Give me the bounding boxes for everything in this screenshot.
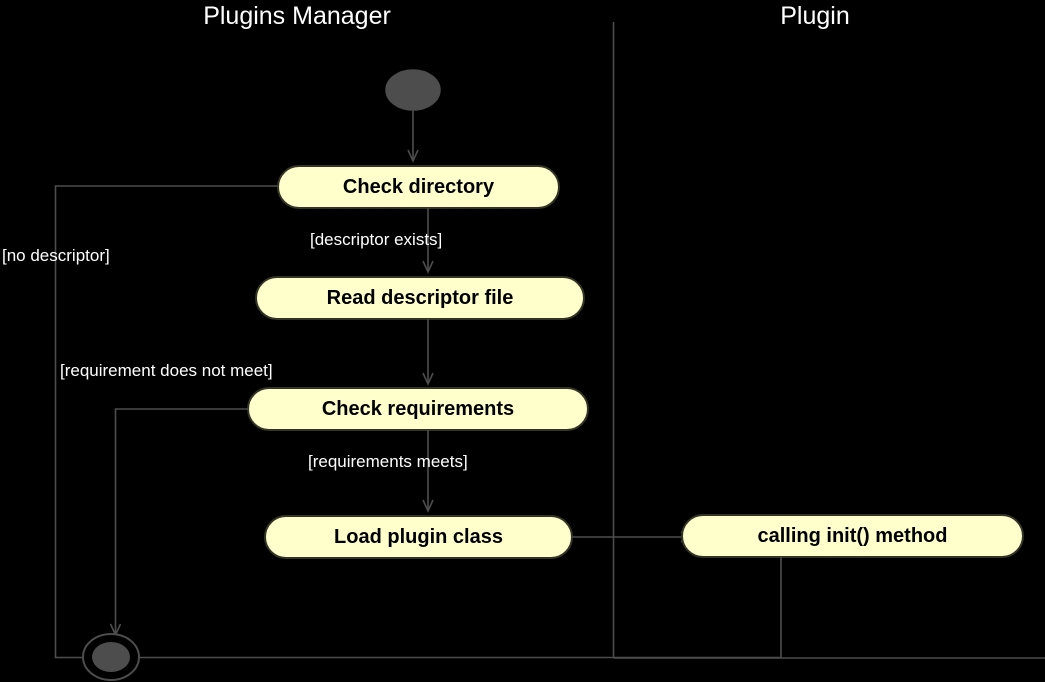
guard-descriptor-exists-label: [descriptor exists]	[310, 230, 443, 249]
load-plugin-class-shape[interactable]	[264, 515, 573, 559]
end-node-core	[92, 642, 130, 672]
start-node-shape	[385, 69, 441, 111]
read-descriptor-file-shape[interactable]	[255, 276, 585, 320]
guard-no-descriptor-label: [no descriptor]	[2, 246, 110, 265]
calling-init-method-shape[interactable]	[681, 514, 1024, 558]
lane-title-plugin: Plugin	[780, 2, 850, 30]
edge-requirement-not-meet-to-end-node	[109, 408, 248, 637]
check-directory-shape[interactable]	[277, 165, 560, 209]
guard-requirement-does-not-meet-label: [requirement does not meet]	[60, 361, 273, 380]
edge-calling-init-to-end-node	[121, 557, 782, 664]
check-requirements-shape[interactable]	[247, 387, 589, 431]
lane-title-plugins-manager: Plugins Manager	[203, 2, 391, 30]
edge-no-descriptor-to-end-node	[54, 185, 278, 664]
guard-requirements-meets-label: [requirements meets]	[308, 452, 468, 471]
